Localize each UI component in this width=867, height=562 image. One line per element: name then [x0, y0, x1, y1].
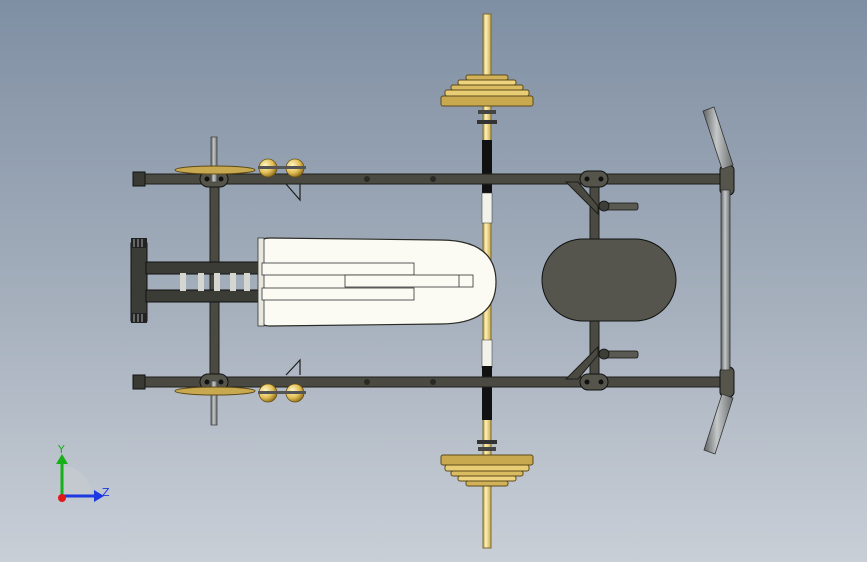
frame-gusset: [285, 183, 301, 202]
frame-end-cap: [132, 374, 146, 390]
bolt-hole: [430, 379, 436, 385]
barbell-collar: [477, 440, 497, 444]
bolt-hole: [364, 176, 370, 182]
small-plate: [174, 165, 256, 175]
barbell-grip-band: [481, 339, 493, 369]
frame-gusset: [285, 358, 301, 376]
seat-pad: [541, 238, 677, 322]
axis-y-label: Y: [58, 443, 65, 456]
bolt-hole: [430, 176, 436, 182]
barbell-grip-band: [482, 366, 492, 420]
frame-bracket: [579, 373, 609, 391]
frame-brace: [564, 181, 599, 216]
barbell-collar: [477, 120, 497, 124]
bolt-hole: [364, 379, 370, 385]
axis-z-label: Z: [102, 486, 110, 499]
seat-support-pins: [598, 200, 639, 360]
frame-end-cap: [132, 171, 146, 187]
barbell-grip-band: [481, 192, 493, 224]
leg-pins: [174, 136, 256, 426]
coordinate-triad-icon: [56, 454, 104, 502]
barbell-grip-band: [482, 140, 492, 195]
rear-foot-assembly: [130, 238, 262, 323]
small-plate: [174, 386, 256, 396]
plate-stack-bottom: [440, 447, 534, 487]
frame-bracket: [579, 170, 609, 188]
frame-bracket: [719, 366, 735, 398]
plate-stack-top: [440, 74, 534, 114]
frame-brace: [564, 345, 599, 380]
front-handle-bar: [702, 106, 734, 455]
leg-roller-pads: [258, 158, 306, 403]
bench-pad: [257, 237, 497, 327]
